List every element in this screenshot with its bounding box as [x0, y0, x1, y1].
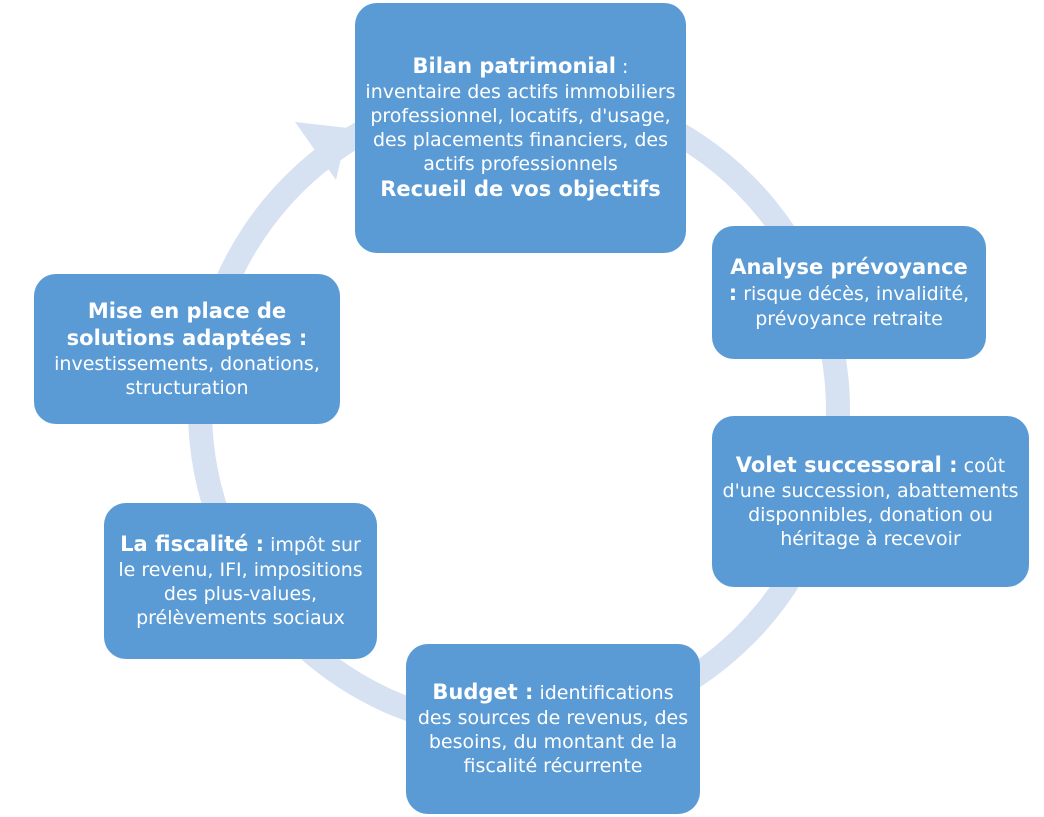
node-prevoyance-text: risque décès, invalidité, prévoyance ret…: [737, 283, 970, 331]
node-bilan-patrimonial: Bilan patrimonial : inventaire des actif…: [355, 3, 686, 253]
node-bilan-text: inventaire des actifs immobiliers profes…: [365, 80, 676, 176]
node-budget-title: Budget :: [432, 680, 534, 705]
node-solutions-text: investissements, donations, structuratio…: [54, 352, 320, 399]
node-successoral-title: Volet successoral :: [735, 452, 958, 477]
node-solutions-title: Mise en place de solutions adaptées :: [66, 299, 308, 350]
node-budget: Budget : identifications des sources de …: [406, 644, 700, 814]
node-mise-en-place-solutions: Mise en place de solutions adaptées : in…: [34, 274, 340, 424]
node-prevoyance-separator: :: [728, 281, 738, 306]
node-fiscalite: La fiscalité : impôt sur le revenu, IFI,…: [104, 503, 377, 659]
node-prevoyance-title: Analyse prévoyance: [730, 254, 968, 279]
node-volet-successoral: Volet successoral : coût d'une successio…: [712, 416, 1029, 587]
node-bilan-subtitle: Recueil de vos objectifs: [380, 177, 661, 202]
node-fiscalite-title: La fiscalité :: [120, 532, 265, 557]
node-fiscalite-text: impôt sur le revenu, IFI, impositions de…: [118, 534, 363, 630]
node-bilan-title: Bilan patrimonial: [412, 54, 616, 79]
cycle-arrow-head: [295, 122, 348, 180]
node-analyse-prevoyance: Analyse prévoyance : risque décès, inval…: [712, 226, 986, 359]
node-budget-text: identifications des sources de revenus, …: [417, 682, 689, 778]
node-successoral-text: coût d'une succession, abattements dispo…: [722, 454, 1019, 550]
node-bilan-separator: :: [616, 56, 629, 79]
